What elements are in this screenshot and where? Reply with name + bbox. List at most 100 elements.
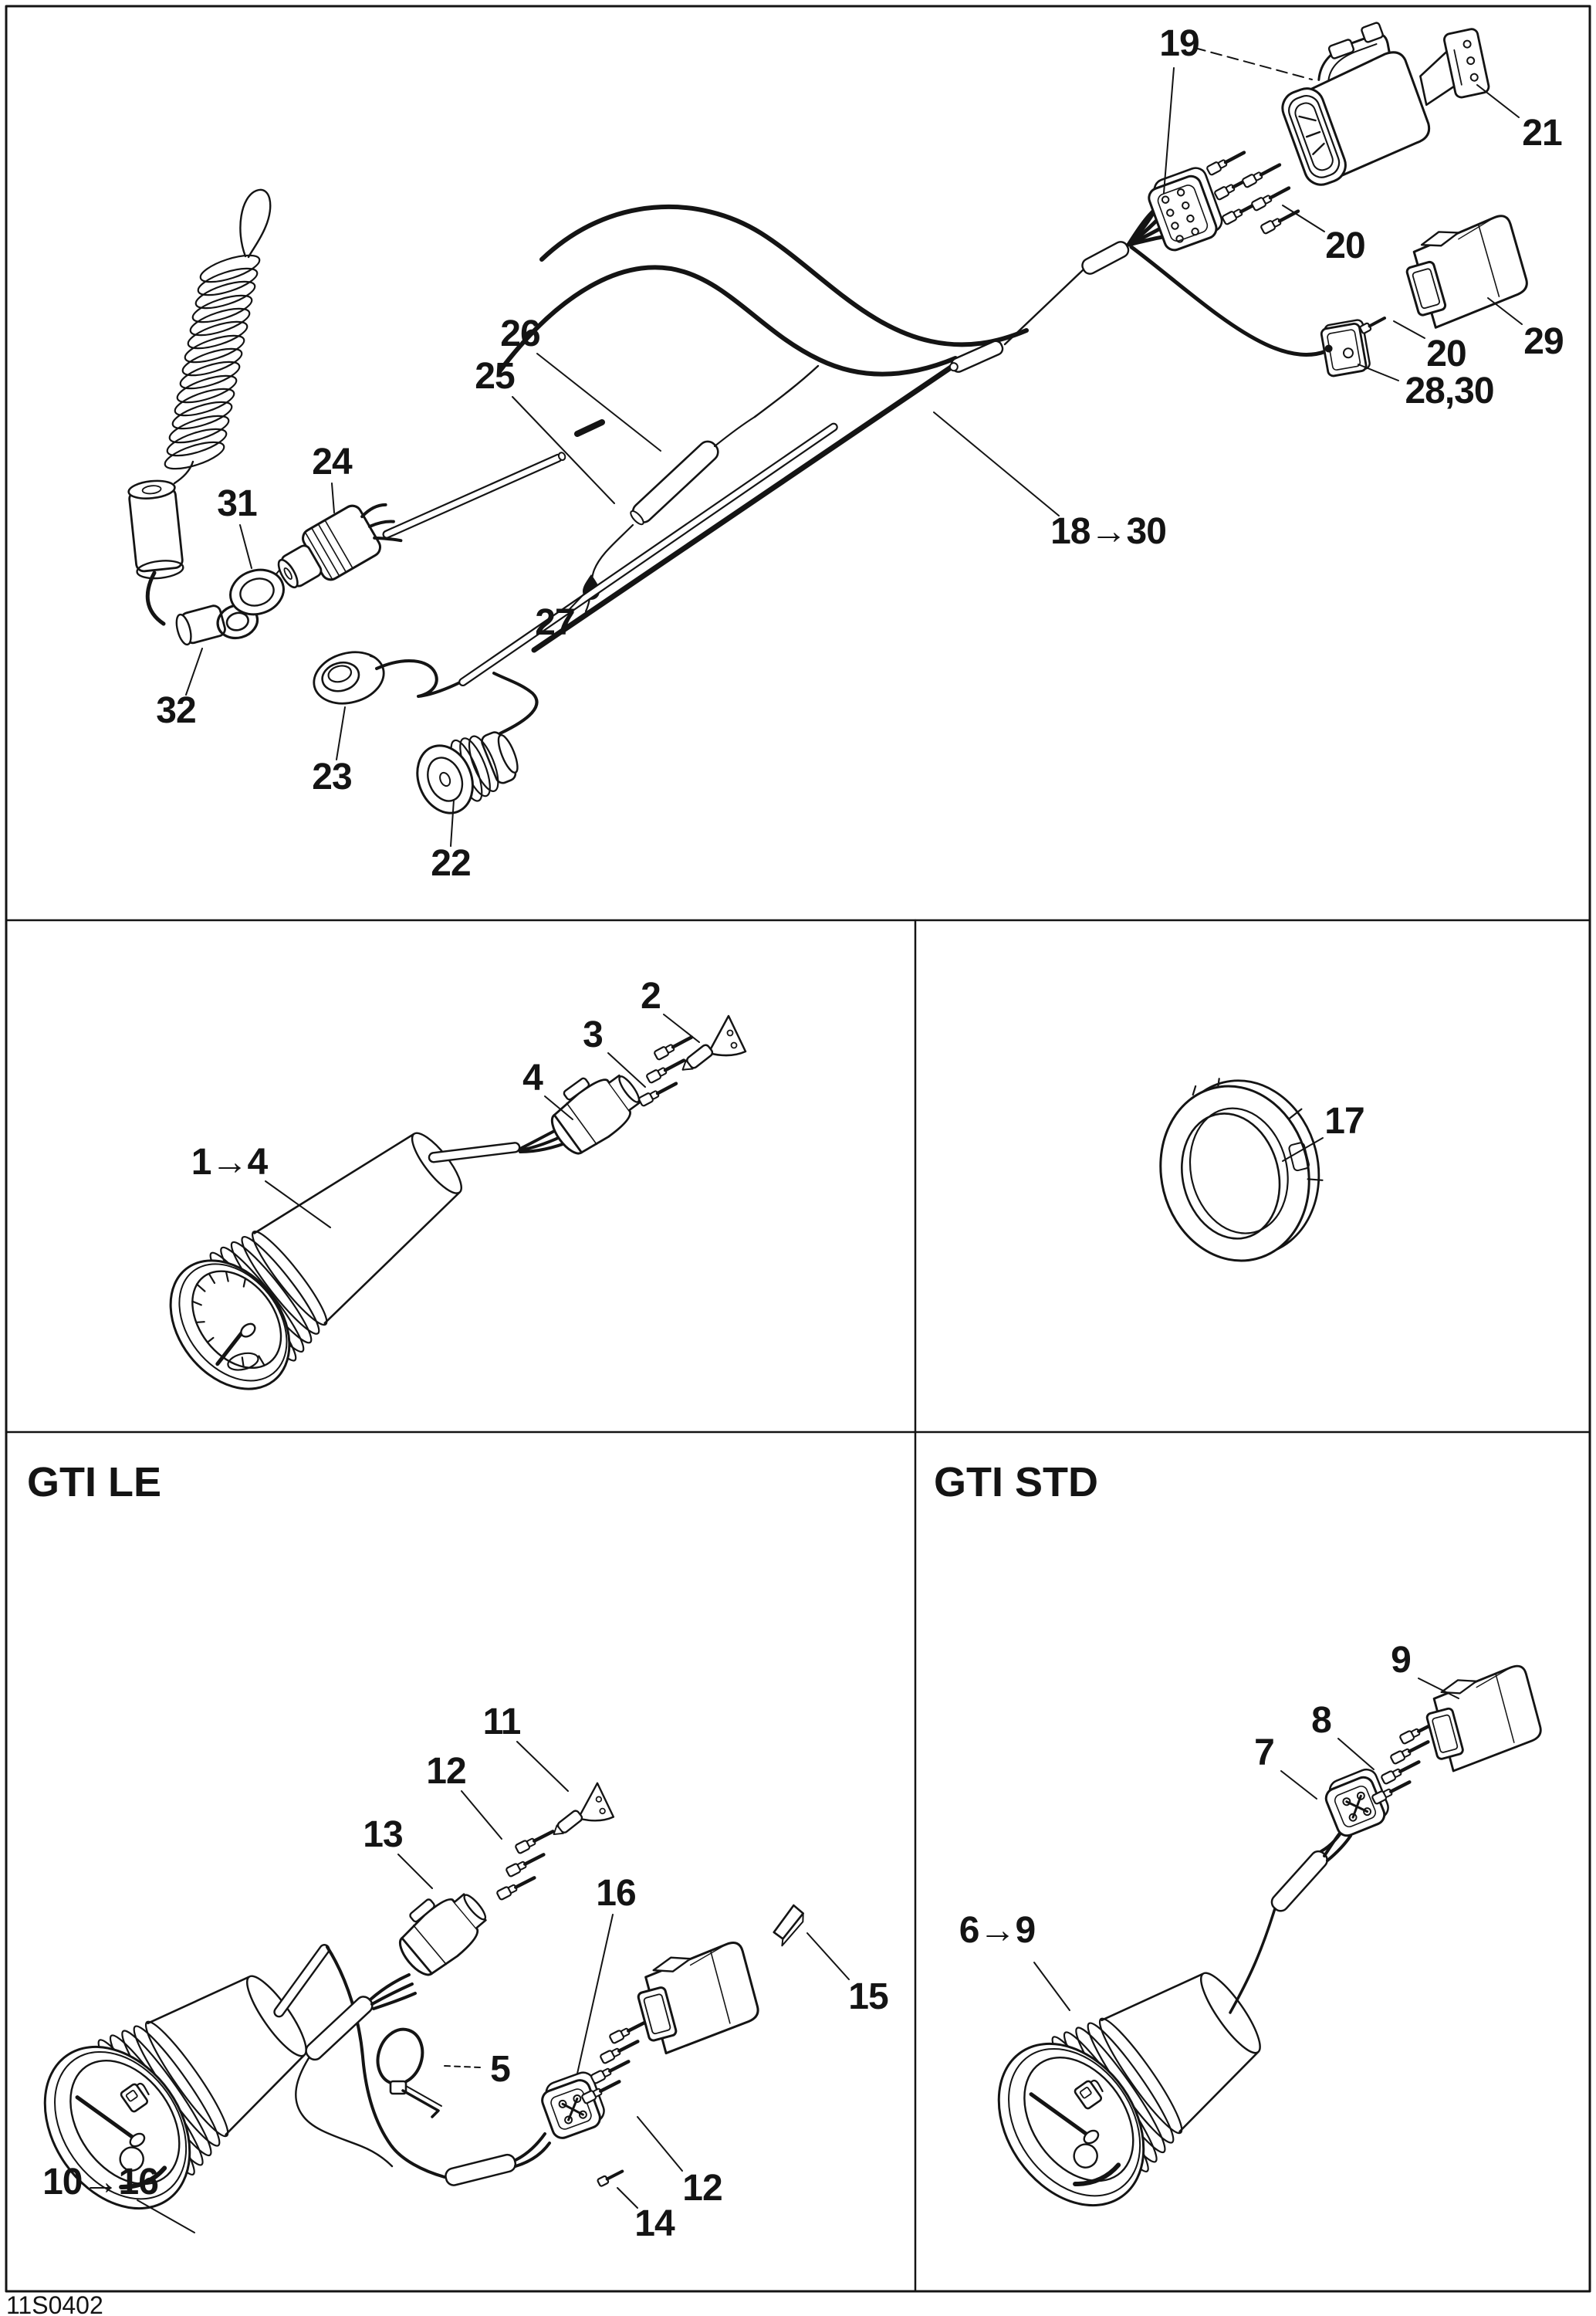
callout-11: 11 (483, 1701, 521, 1742)
callout-21: 21 (1522, 113, 1562, 154)
leader-28-30 (1358, 364, 1399, 381)
lock-wedge-15 (773, 1904, 804, 1947)
leader-16 (577, 1914, 614, 2074)
tachometer-gauge (169, 1132, 462, 1390)
terminal-pin-14 (595, 2166, 626, 2189)
leader-24 (331, 482, 335, 513)
terminal-pins-12-lower (581, 2017, 649, 2104)
callouts-bottom-right: 9 8 7 6→9 (959, 1640, 1459, 2011)
leader-27 (569, 592, 586, 610)
harness-junction-sleeve (948, 340, 1004, 373)
leader-2 (663, 1014, 700, 1043)
leader-13 (397, 1854, 433, 1889)
leader-21 (1476, 84, 1520, 118)
connector22-wire (492, 672, 539, 735)
cable-tie-5 (376, 2027, 442, 2118)
callout-5: 5 (490, 2049, 510, 2090)
callout-20-pin: 20 (1426, 334, 1466, 374)
leader-26 (536, 353, 661, 452)
panel-bottom-right-gti-std: GTI STD 9 8 7 6→9 (934, 1459, 1547, 2233)
leader-17 (1282, 1137, 1324, 1162)
callout-13: 13 (363, 1814, 402, 1855)
callout-22: 22 (431, 843, 470, 884)
figure-border (5, 5, 1591, 2293)
leader-11 (516, 1741, 569, 1792)
connector-housing-le (629, 1938, 765, 2058)
alignment-dash (574, 419, 605, 437)
harness-thin-wire (753, 364, 820, 418)
safety-lanyard-coil (164, 188, 272, 485)
le-branch-wire-left (295, 2057, 394, 2168)
callout-8: 8 (1311, 1700, 1331, 1741)
leader-31 (239, 524, 252, 569)
plate-28-30 (1320, 319, 1371, 378)
callouts-middle-right: 17 (1282, 1101, 1365, 1162)
le-branch-wire-right (326, 1945, 446, 2179)
leader-22 (450, 799, 455, 847)
std-sleeve (1270, 1850, 1328, 1912)
le-wire-fan-13 (369, 1973, 417, 2010)
callout-32: 32 (156, 690, 195, 731)
le-sleeve-right (445, 2153, 517, 2186)
safety-switch-24 (277, 503, 403, 589)
heading-gti-std: GTI STD (934, 1459, 1098, 1505)
fuel-gauge-std (969, 1933, 1291, 2233)
connector-housing-29 (1397, 211, 1533, 333)
le-sleeve-left (305, 1996, 374, 2061)
callout-17: 17 (1324, 1101, 1364, 1142)
callout-26: 26 (500, 313, 539, 354)
leader-6-9 (1033, 1962, 1070, 2011)
callout-24: 24 (312, 442, 353, 482)
fuel-gauge-le-stub (273, 1944, 330, 2018)
callout-6-9: 6→9 (959, 1910, 1035, 1951)
leader-8 (1337, 1738, 1375, 1770)
leader-14 (617, 2187, 638, 2209)
plate-wire (1129, 245, 1328, 357)
callout-15: 15 (848, 1976, 888, 2017)
callout-14: 14 (634, 2203, 675, 2244)
callout-2: 2 (641, 976, 661, 1017)
harness-branch-wire-1 (498, 265, 958, 377)
lanyard-cord (145, 571, 166, 626)
callout-27: 27 (535, 602, 574, 643)
callout-19: 19 (1159, 23, 1199, 64)
panel-middle-right: 17 (1159, 1078, 1365, 1262)
le-wire-fan-16 (514, 2132, 551, 2168)
branch-cable (458, 422, 838, 687)
callout-4: 4 (522, 1058, 543, 1099)
tee-fitting-2 (678, 1014, 747, 1076)
switch-cable (382, 452, 566, 539)
callout-16: 16 (596, 1873, 635, 1914)
panel-top-harness: 19 21 20 29 20 28,30 18→30 26 25 27 24 3… (127, 22, 1564, 884)
leader-9 (1418, 1678, 1459, 1699)
leader-4 (544, 1095, 573, 1120)
leader-5 (444, 2065, 481, 2068)
button-wire (375, 659, 465, 698)
connector-housing-9 (1418, 1661, 1547, 1776)
leader-12-lower (637, 2116, 683, 2172)
callout-28-30: 28,30 (1405, 371, 1493, 411)
terminal-pins-8 (1371, 1718, 1439, 1804)
figure-frame (5, 5, 1591, 2293)
callouts-bottom-left: 11 12 13 16 15 12 14 10→16 5 (42, 1701, 889, 2244)
panel-bottom-left-gti-le: GTI LE (15, 1459, 889, 2244)
callout-7: 7 (1254, 1732, 1274, 1773)
leader-32 (185, 648, 203, 696)
harness-connector-19 (1148, 167, 1223, 252)
callouts-top: 19 21 20 29 20 28,30 18→30 26 25 27 24 3… (156, 23, 1564, 884)
callout-29: 29 (1523, 321, 1563, 362)
leader-19b (1163, 67, 1175, 194)
panel-middle-left: 1→4 4 3 2 (169, 976, 747, 1390)
terminal-pins-12-upper (496, 1827, 555, 1900)
callout-12-lower: 12 (682, 2168, 722, 2209)
gauge-retaining-ring-17 (1159, 1078, 1324, 1262)
lanyard-cap (127, 479, 184, 580)
leader-23 (336, 706, 346, 760)
leader-25 (512, 396, 615, 504)
gauge-boot-connector-22 (416, 731, 519, 814)
leader-20-pin (1393, 320, 1425, 339)
protective-sleeve-25-26 (630, 440, 719, 526)
leader-3 (607, 1052, 646, 1088)
callout-31: 31 (217, 483, 257, 524)
